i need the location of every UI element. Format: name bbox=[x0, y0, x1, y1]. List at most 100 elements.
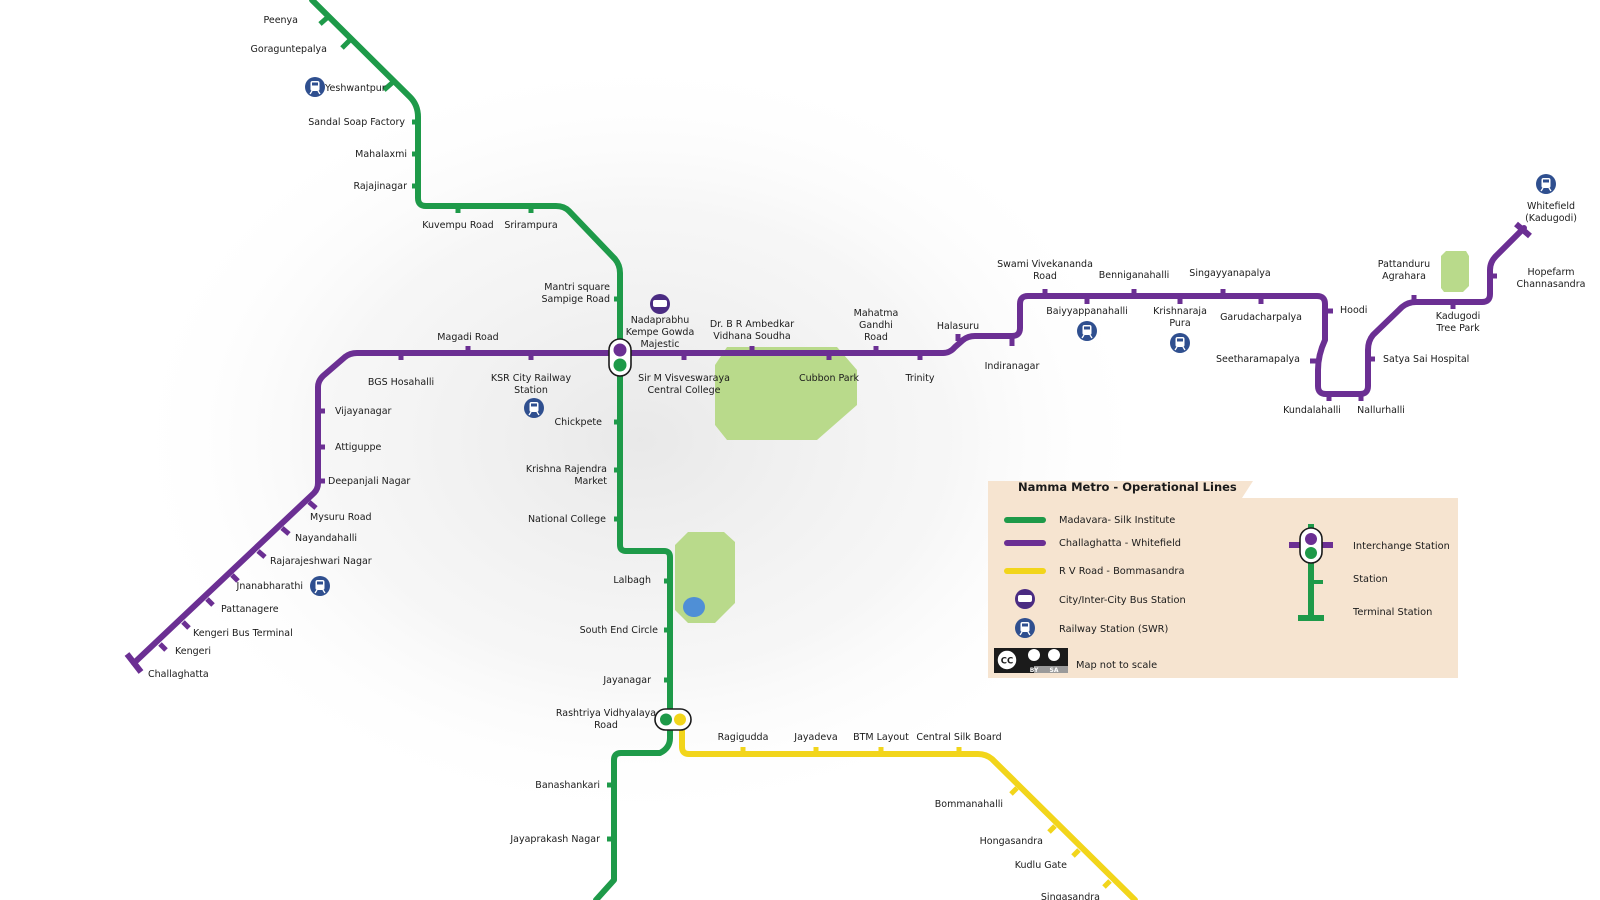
station-label-whitefield[interactable]: Whitefield(Kadugodi) bbox=[1525, 201, 1577, 224]
station-label-line: Dr. B R Ambedkar bbox=[710, 319, 794, 330]
station-label-central-silk[interactable]: Central Silk Board bbox=[916, 732, 1001, 743]
station-label-seetharamapalya[interactable]: Seetharamapalya bbox=[1216, 354, 1300, 365]
sa-text: SA bbox=[1050, 667, 1059, 674]
station-label-mysuru[interactable]: Mysuru Road bbox=[310, 512, 372, 523]
station-label-banashankari[interactable]: Banashankari bbox=[535, 780, 600, 791]
station-label-deepanjali[interactable]: Deepanjali Nagar bbox=[328, 476, 410, 487]
station-label-kundalahalli[interactable]: Kundalahalli bbox=[1283, 405, 1341, 416]
station-label-jnanabharathi[interactable]: Jnanabharathi bbox=[236, 581, 303, 592]
station-label-ragigudda[interactable]: Ragigudda bbox=[718, 732, 769, 743]
station-label-rajajinagar[interactable]: Rajajinagar bbox=[353, 181, 407, 192]
cubbon-park-area bbox=[715, 347, 857, 440]
station-label-sandal-soap[interactable]: Sandal Soap Factory bbox=[308, 117, 405, 128]
station-label-line: Market bbox=[574, 476, 607, 487]
station-label-national-college[interactable]: National College bbox=[528, 514, 606, 525]
station-label-nallurhalli[interactable]: Nallurhalli bbox=[1357, 405, 1405, 416]
station-label-baiyyappanahalli[interactable]: Baiyyappanahalli bbox=[1046, 306, 1128, 317]
station-label-challaghatta[interactable]: Challaghatta bbox=[148, 669, 209, 680]
station-label-line: Central College bbox=[647, 385, 720, 396]
station-label-vijayanagar[interactable]: Vijayanagar bbox=[335, 406, 392, 417]
station-label-kuvempu[interactable]: Kuvempu Road bbox=[422, 220, 493, 231]
station-label-line: Kadugodi bbox=[1436, 311, 1480, 322]
station-label-south-end[interactable]: South End Circle bbox=[580, 625, 659, 636]
lalbagh-lake bbox=[683, 597, 705, 617]
station-label-jayadeva[interactable]: Jayadeva bbox=[793, 732, 837, 743]
station-tick-mysuru bbox=[307, 500, 318, 510]
station-tick-kudlu bbox=[1071, 848, 1081, 858]
station-tick-nayandahalli bbox=[280, 526, 291, 536]
station-tick-kengeri-bus bbox=[181, 620, 191, 630]
station-label-indiranagar[interactable]: Indiranagar bbox=[985, 361, 1040, 372]
station-tick-goraguntepalya bbox=[340, 38, 352, 50]
interchange-rv-road[interactable] bbox=[654, 708, 692, 731]
station-label-bgs[interactable]: BGS Hosahalli bbox=[368, 377, 434, 388]
station-label-srirampura[interactable]: Srirampura bbox=[504, 220, 557, 231]
legend-bus: City/Inter-City Bus Station bbox=[1059, 595, 1186, 606]
station-label-trinity[interactable]: Trinity bbox=[905, 373, 935, 384]
station-label-kengeri[interactable]: Kengeri bbox=[175, 646, 211, 657]
station-label-bommanahalli[interactable]: Bommanahalli bbox=[935, 799, 1003, 810]
station-label-satya-sai[interactable]: Satya Sai Hospital bbox=[1383, 354, 1469, 365]
station-label-line: Pura bbox=[1169, 318, 1190, 329]
station-label-rrnagar[interactable]: Rajarajeshwari Nagar bbox=[270, 556, 372, 567]
station-label-line: Nadaprabhu bbox=[631, 315, 690, 326]
station-label-magadi[interactable]: Magadi Road bbox=[437, 332, 498, 343]
station-tick-kengeri bbox=[158, 642, 168, 652]
station-label-chickpete[interactable]: Chickpete bbox=[555, 417, 603, 428]
station-label-kengeri-bus[interactable]: Kengeri Bus Terminal bbox=[193, 628, 293, 639]
station-label-mahalaxmi[interactable]: Mahalaxmi bbox=[355, 149, 407, 160]
station-label-singasandra[interactable]: Singasandra bbox=[1041, 892, 1100, 900]
station-label-line: Gandhi bbox=[859, 320, 893, 331]
station-label-kudlu[interactable]: Kudlu Gate bbox=[1015, 860, 1067, 871]
station-label-goraguntepalya[interactable]: Goraguntepalya bbox=[251, 44, 327, 55]
cc-license-badge[interactable]: CC BY SA bbox=[994, 648, 1068, 674]
station-tick-singasandra bbox=[1102, 879, 1112, 889]
station-label-singayyanapalya[interactable]: Singayyanapalya bbox=[1189, 268, 1270, 279]
station-label-line: Hopefarm bbox=[1528, 267, 1575, 278]
station-label-cubbon[interactable]: Cubbon Park bbox=[799, 373, 860, 384]
station-label-pattanagere[interactable]: Pattanagere bbox=[221, 604, 279, 615]
station-label-nayandahalli[interactable]: Nayandahalli bbox=[295, 533, 357, 544]
station-label-line: Rashtriya Vidhyalaya bbox=[556, 708, 656, 719]
station-label-benniganahalli[interactable]: Benniganahalli bbox=[1099, 270, 1170, 281]
background-shading bbox=[120, 50, 1160, 830]
legend: Namma Metro - Operational Lines Madavara… bbox=[988, 480, 1458, 678]
station-label-jp-nagar[interactable]: Jayaprakash Nagar bbox=[509, 834, 600, 845]
station-label-line: Mantri square bbox=[544, 282, 610, 293]
kadugodi-tree-park-area bbox=[1441, 251, 1469, 292]
legend-railway: Railway Station (SWR) bbox=[1059, 624, 1168, 635]
by-text: BY bbox=[1030, 667, 1039, 674]
railway-kr-pura-icon bbox=[1170, 333, 1190, 353]
station-label-line: Station bbox=[514, 385, 548, 396]
interchange-majestic[interactable] bbox=[608, 338, 632, 377]
station-label-line: Sampige Road bbox=[541, 294, 610, 305]
station-label-peenya[interactable]: Peenya bbox=[263, 15, 298, 26]
station-label-btm[interactable]: BTM Layout bbox=[853, 732, 909, 743]
station-tick-hongasandra bbox=[1047, 824, 1057, 834]
station-label-halasuru[interactable]: Halasuru bbox=[937, 321, 979, 332]
legend-bus-icon bbox=[1015, 589, 1035, 609]
station-label-lalbagh[interactable]: Lalbagh bbox=[613, 575, 651, 586]
station-label-garudacharpalya[interactable]: Garudacharpalya bbox=[1220, 312, 1302, 323]
station-label-line: KSR City Railway bbox=[491, 373, 572, 384]
station-label-yeshwantpur[interactable]: Yeshwantpur bbox=[324, 83, 386, 94]
station-label-line: Vidhana Soudha bbox=[713, 331, 790, 342]
station-label-attiguppe[interactable]: Attiguppe bbox=[335, 442, 382, 453]
map-scale-note: Map not to scale bbox=[1076, 660, 1157, 671]
station-label-jayanagar[interactable]: Jayanagar bbox=[602, 675, 651, 686]
station-label-hoodi[interactable]: Hoodi bbox=[1340, 305, 1367, 316]
station-label-hongasandra[interactable]: Hongasandra bbox=[980, 836, 1043, 847]
